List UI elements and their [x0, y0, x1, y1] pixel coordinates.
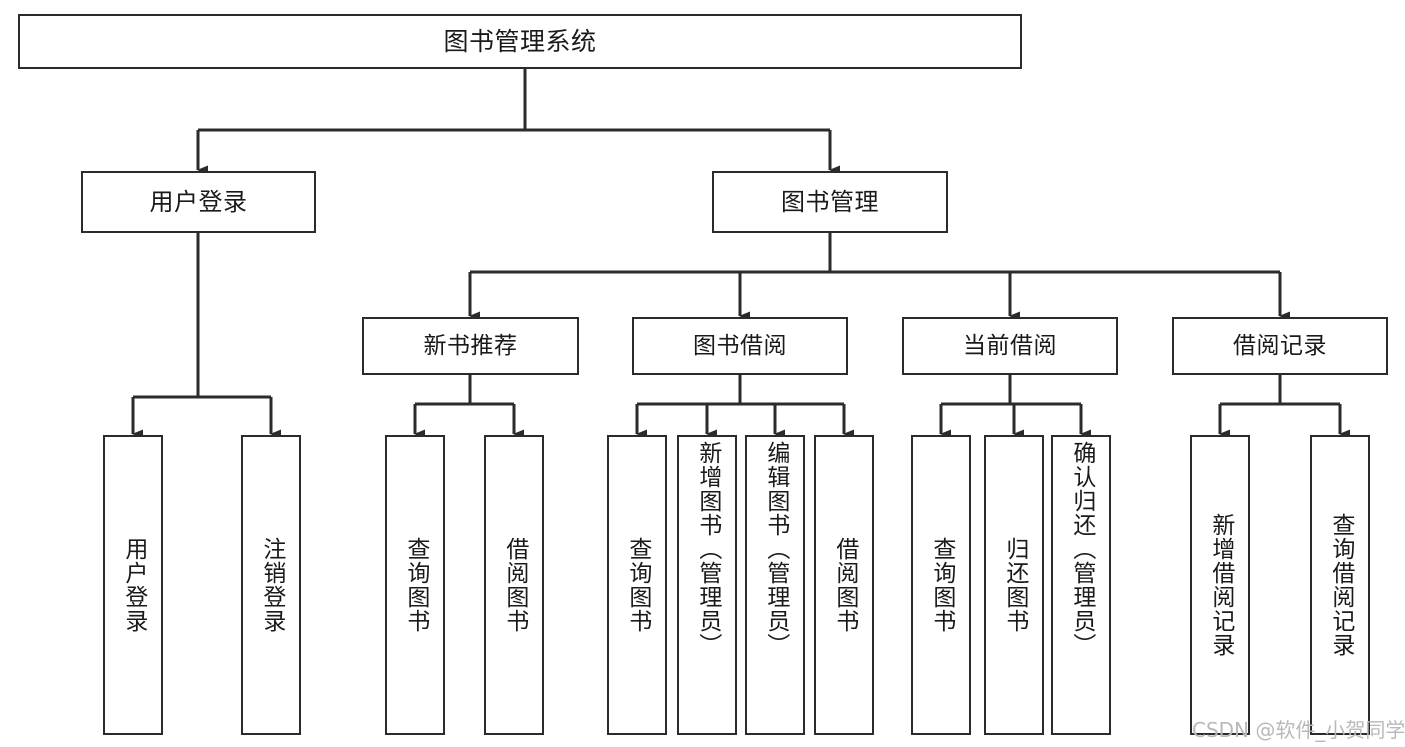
node-leaf-12: 查询借阅记录	[1310, 435, 1370, 735]
node-leaf-label: 用户登录	[120, 537, 147, 633]
node-leaf-1: 注销登录	[241, 435, 301, 735]
node-leaf-10: 确认归还（管理员）	[1051, 435, 1111, 735]
connector-group	[131, 69, 1350, 439]
node-level2-0: 用户登录	[81, 171, 316, 233]
node-leaf-label: 借阅图书	[831, 537, 858, 633]
node-level2-1: 图书管理	[712, 171, 948, 233]
node-leaf-label: 查询图书	[928, 537, 955, 633]
node-level3-label: 借阅记录	[1233, 332, 1327, 359]
node-level2-label: 用户登录	[149, 188, 248, 216]
node-level3-label: 图书借阅	[693, 332, 787, 359]
node-leaf-label: 查询图书	[624, 537, 651, 633]
node-root-0: 图书管理系统	[18, 14, 1022, 69]
node-leaf-4: 查询图书	[607, 435, 667, 735]
node-leaf-label: 新增图书（管理员）	[694, 441, 721, 657]
node-leaf-label: 查询借阅记录	[1327, 513, 1354, 657]
node-leaf-3: 借阅图书	[484, 435, 544, 735]
node-level3-0: 新书推荐	[362, 317, 579, 375]
node-level2-label: 图书管理	[781, 188, 879, 216]
node-level3-2: 当前借阅	[902, 317, 1118, 375]
node-leaf-9: 归还图书	[984, 435, 1044, 735]
node-level3-3: 借阅记录	[1172, 317, 1388, 375]
node-level3-label: 当前借阅	[963, 332, 1057, 359]
node-leaf-label: 新增借阅记录	[1207, 513, 1234, 657]
node-leaf-11: 新增借阅记录	[1190, 435, 1250, 735]
node-leaf-2: 查询图书	[385, 435, 445, 735]
node-level3-label: 新书推荐	[423, 332, 518, 359]
node-leaf-0: 用户登录	[103, 435, 163, 735]
node-level3-1: 图书借阅	[632, 317, 848, 375]
node-leaf-label: 注销登录	[258, 537, 285, 633]
node-leaf-7: 借阅图书	[814, 435, 874, 735]
node-root-label: 图书管理系统	[443, 27, 597, 56]
node-leaf-label: 查询图书	[402, 537, 429, 633]
node-leaf-5: 新增图书（管理员）	[677, 435, 737, 735]
node-leaf-label: 借阅图书	[501, 537, 528, 633]
node-leaf-label: 编辑图书（管理员）	[762, 441, 789, 657]
node-leaf-label: 确认归还（管理员）	[1068, 441, 1095, 657]
node-leaf-6: 编辑图书（管理员）	[745, 435, 805, 735]
node-leaf-8: 查询图书	[911, 435, 971, 735]
node-leaf-label: 归还图书	[1001, 537, 1028, 633]
